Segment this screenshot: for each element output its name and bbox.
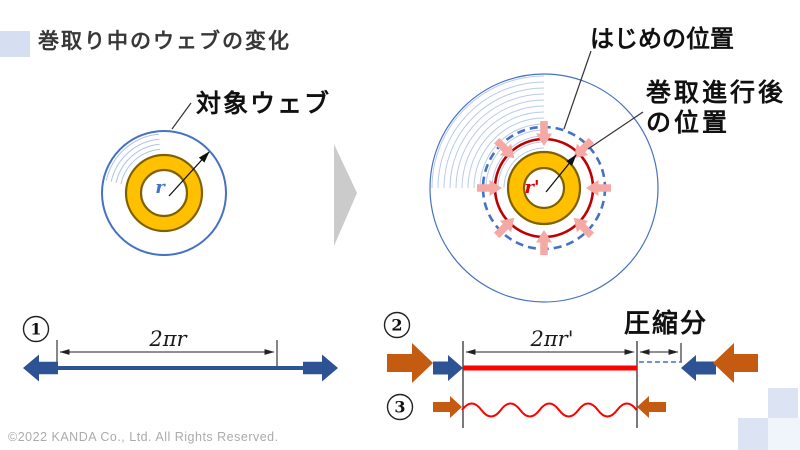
row-circumference-after: 2 圧縮分 2πr' (383, 308, 758, 428)
deco-square-bottom-right-3 (768, 418, 800, 450)
left-radius-label: r (155, 177, 166, 198)
left-winding-layer-arcs (105, 133, 161, 185)
right-roll-diagram: r' はじめの位置 巻取進行後 の位置 (429, 25, 786, 303)
squeeze-arrow-left-orange (433, 396, 462, 418)
compression-amount-label: 圧縮分 (624, 308, 708, 338)
squeeze-arrow-right-orange (637, 396, 666, 418)
dim-label-1: 2πr (148, 327, 188, 351)
page-title: 巻取り中のウェブの変化 (37, 29, 291, 53)
marker-3-label: 3 (394, 398, 405, 417)
push-arrow-left-blue (433, 355, 463, 381)
after-position-leader-line (587, 111, 644, 150)
marker-circle-3 (386, 393, 414, 421)
copyright-text: ©2022 KANDA Co., Ltd. All Rights Reserve… (8, 430, 279, 444)
marker-2-label: 2 (391, 316, 402, 335)
initial-position-label: はじめの位置 (590, 25, 734, 53)
right-radius-arrow (545, 154, 577, 193)
buckled-web-wavy-line (461, 402, 638, 418)
push-arrow-left-orange (387, 343, 433, 383)
marker-1-label: 1 (30, 320, 41, 339)
dim-label-2: 2πr' (530, 327, 574, 351)
right-radius-label: r' (525, 177, 540, 198)
deco-square-bottom-right-2 (738, 418, 768, 450)
tension-arrow-right-blue (303, 354, 338, 382)
tension-arrow-left-blue (23, 354, 58, 382)
left-core-hole (139, 168, 189, 218)
transition-chevron-icon (334, 144, 357, 246)
row-circumference-initial: 1 2πr (22, 315, 338, 382)
left-web-label: 対象ウェブ (196, 89, 331, 118)
push-arrow-right-orange (713, 343, 758, 383)
row-buckled-web: 3 (386, 393, 666, 421)
initial-position-leader-line (563, 50, 592, 130)
after-position-label-line2: の位置 (646, 108, 730, 137)
left-label-leader-line (171, 102, 192, 130)
left-roll-diagram: r 対象ウェブ (101, 89, 331, 256)
marker-circle-1 (22, 315, 50, 343)
after-position-label-line1: 巻取進行後 (645, 79, 786, 107)
right-core-hole (522, 166, 566, 210)
marker-circle-2 (383, 311, 411, 339)
deco-square-top-left (0, 31, 30, 57)
push-arrow-right-blue (681, 355, 716, 381)
deco-square-bottom-right-1 (768, 388, 798, 418)
right-winding-layer-arcs (431, 75, 545, 189)
left-radius-arrow (168, 151, 210, 197)
